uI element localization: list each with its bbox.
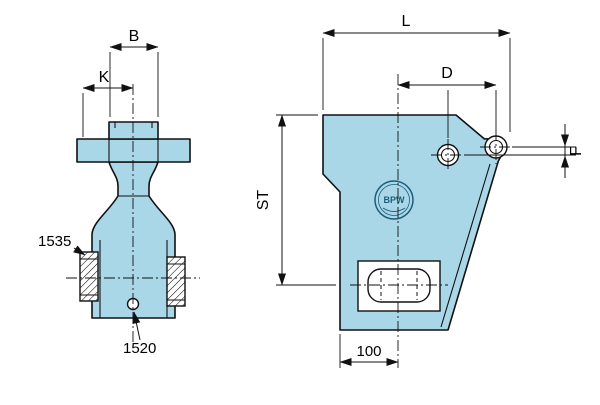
side-view: BPW bbox=[322, 74, 512, 368]
dimension-b: B bbox=[109, 28, 159, 117]
dimension-k: K bbox=[82, 69, 134, 137]
dim-f-label: F bbox=[568, 146, 585, 156]
dimension-f: F bbox=[465, 124, 585, 178]
bushing-left bbox=[79, 251, 99, 302]
back-edge-inner-line bbox=[440, 163, 491, 328]
dimension-100: 100 bbox=[339, 334, 399, 368]
dimension-d: D bbox=[397, 65, 497, 138]
dim-100-label: 100 bbox=[356, 343, 381, 360]
dimension-l: L bbox=[322, 13, 511, 132]
front-body-outline bbox=[91, 161, 176, 319]
front-flange bbox=[76, 138, 191, 163]
dim-d-label: D bbox=[441, 65, 453, 82]
part-number-1520: 1520 bbox=[123, 340, 156, 357]
bushing-right bbox=[166, 256, 186, 307]
bpw-emblem: BPW bbox=[374, 180, 414, 220]
dimension-st: ST bbox=[255, 114, 336, 286]
dim-b-label: B bbox=[129, 28, 140, 45]
callout-1520: 1520 bbox=[123, 311, 156, 357]
rubber-element bbox=[367, 268, 431, 303]
dim-st-label: ST bbox=[255, 190, 272, 211]
part-number-1535: 1535 bbox=[38, 233, 71, 250]
callout-1535: 1535 bbox=[38, 233, 86, 256]
front-view bbox=[66, 84, 200, 342]
dim-l-label: L bbox=[402, 13, 411, 30]
dim-k-label: K bbox=[99, 69, 110, 86]
front-boss bbox=[108, 121, 159, 140]
emblem-text: BPW bbox=[384, 195, 406, 205]
